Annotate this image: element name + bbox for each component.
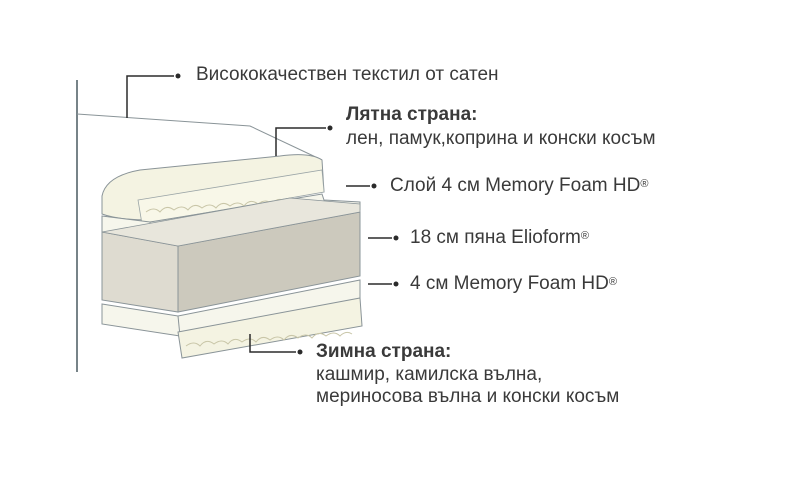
core-foam-top — [101, 197, 361, 247]
label-winter-line1: кашмир, камилска вълна, — [316, 364, 543, 385]
label-fabric: Висококачествен текстил от сатен — [196, 64, 499, 85]
panel-top-edge — [76, 113, 323, 161]
leader-fabric-dot — [175, 73, 181, 79]
winter-quilt-pattern — [185, 331, 353, 347]
label-summer-title: Лятна страна: — [346, 104, 478, 125]
label-winter-title: Зимна страна: — [316, 341, 452, 362]
leader-summer — [275, 127, 326, 156]
label-core-text: 18 см пяна Elioform — [410, 227, 581, 248]
leader-fabric — [126, 75, 174, 118]
winter-quilt-layer — [177, 297, 363, 359]
label-memory-top-text: Слой 4 см Memory Foam HD — [390, 175, 641, 196]
label-core: 18 см пяна Elioform® — [410, 227, 589, 249]
label-memory-bottom: 4 см Memory Foam HD® — [410, 273, 617, 295]
registered-mark: ® — [640, 178, 649, 190]
label-memory-top: Слой 4 см Memory Foam HD® — [390, 175, 648, 197]
leader-memory-bottom-dot — [393, 281, 399, 287]
leader-winter-dot — [297, 349, 303, 355]
label-memory-bottom-text: 4 см Memory Foam HD — [410, 273, 609, 294]
leader-winter — [249, 334, 296, 353]
registered-mark: ® — [580, 230, 589, 242]
leader-memory-top-dot — [371, 183, 377, 189]
registered-mark: ® — [608, 276, 617, 288]
label-winter-line2: мериносова вълна и конски косъм — [316, 386, 620, 407]
label-summer-desc: лен, памук,коприна и конски косъм — [346, 128, 656, 149]
summer-quilt-front — [137, 169, 325, 225]
leader-summer-dot — [327, 125, 333, 131]
leader-core-dot — [393, 235, 399, 241]
